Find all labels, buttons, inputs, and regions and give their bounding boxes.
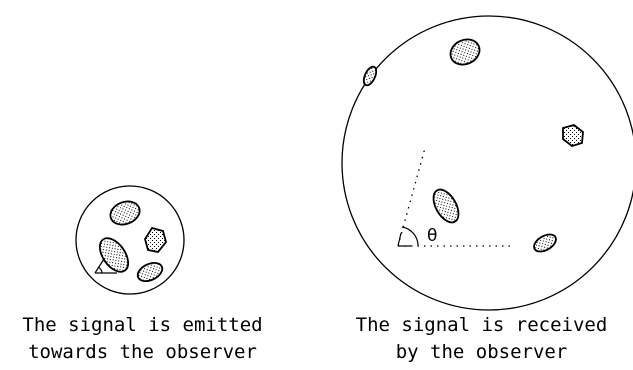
theta-label: θ (427, 226, 437, 246)
galaxy-small-center (94, 233, 134, 277)
caption-received: The signal is received by the observer (330, 312, 633, 366)
galaxy-small-hexagon (145, 228, 166, 252)
universe-small (76, 186, 184, 294)
galaxy-small-top (107, 198, 143, 229)
galaxy-large-hexagon (563, 125, 583, 146)
caption-emitted-line1: The signal is emitted (0, 312, 285, 339)
galaxy-small-bottom (135, 259, 165, 284)
galaxy-large-edge-left (361, 65, 379, 87)
galaxy-large-top (446, 35, 483, 69)
universe-large-boundary (342, 16, 633, 310)
reception-angle-marker: θ (398, 148, 513, 246)
caption-emitted-line2: towards the observer (0, 339, 285, 366)
caption-received-line2: by the observer (330, 339, 633, 366)
universe-large: θ (342, 16, 633, 310)
caption-received-line1: The signal is received (330, 312, 633, 339)
galaxy-large-center (428, 185, 463, 226)
galaxy-large-bottom-right (531, 231, 559, 255)
angle-arc (402, 227, 418, 246)
caption-emitted: The signal is emitted towards the observ… (0, 312, 285, 366)
